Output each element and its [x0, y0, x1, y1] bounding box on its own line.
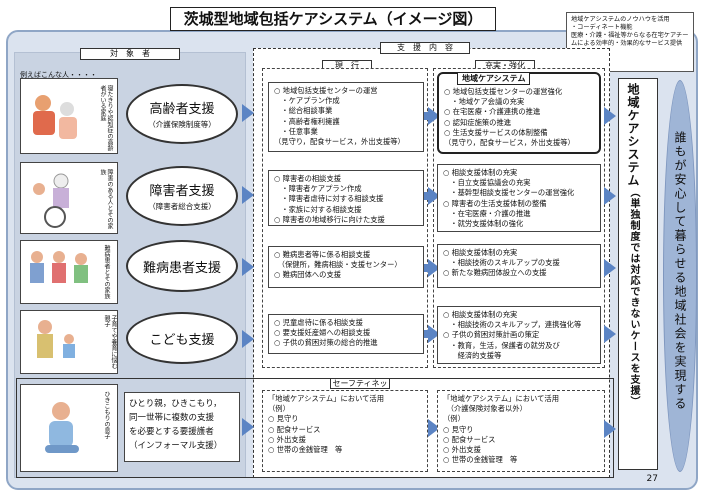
- page-title: 茨城型地域包括ケアシステム（イメージ図）: [170, 7, 496, 31]
- safety-enhanced-list: 「地域ケアシステム」において活用 （介護保険対象者以外） （例） ○ 見守り ○…: [437, 390, 605, 472]
- arrow-stem: [424, 330, 430, 338]
- category-elderly-sub: （介護保険制度等）: [148, 120, 216, 129]
- informal-support-box: ひとり親，ひきこもり， 同一世帯に複数の支援 を必要とする要援護者 （インフォー…: [124, 392, 240, 462]
- person-box-1: 寝たきりや認知症の高齢者がいる家庭: [20, 78, 118, 154]
- category-elderly-name: 高齢者支援: [149, 102, 215, 117]
- arrow-right-icon: [242, 258, 254, 276]
- central-subtitle-text: （単独制度では対応できないケースを支援）: [628, 187, 639, 407]
- arrow-right-icon: [242, 104, 254, 122]
- enhanced-list-4: ○ 相談支援体制の充実 ・相談技術のスキルアップ，連携強化等 ○ 子供の貧困対策…: [437, 306, 601, 364]
- arrow-right-icon: [242, 418, 254, 436]
- elderly-care-illustration: [33, 95, 77, 139]
- current-list-3: ○ 難病患者等に係る相談支援 （保健所，難病相談・支援センター） ○ 難病団体へ…: [268, 246, 424, 288]
- person-caption-4: 子育てや養育に悩む親子: [103, 315, 117, 369]
- safety-current-list: 「地域ケアシステム」において活用 （例） ○ 見守り ○ 配食サービス ○ 外出…: [262, 390, 428, 472]
- category-disability-name: 障害者支援: [149, 184, 215, 199]
- info-line-1: 地域ケアシステムのノウハウを活用: [571, 16, 670, 23]
- enhanced-list-2: ○ 相談支援体制の充実 ・自立支援協議会の充実 ・基幹型相談支援センターの運営強…: [437, 164, 601, 232]
- category-intractable-disease: 難病患者支援: [126, 240, 238, 292]
- withdrawn-youth-illustration: [45, 402, 79, 453]
- category-disease-name: 難病患者支援: [142, 260, 221, 276]
- person-caption-2: 障害のある人とその家族: [99, 169, 113, 229]
- person-caption-3: 難病患者とその家族: [103, 245, 110, 299]
- support-header: 支 援 内 容: [380, 42, 470, 54]
- category-disability: 障害者支援 （障害者総合支援）: [126, 166, 238, 226]
- central-title-text: 地域ケアシステム: [626, 83, 640, 187]
- safety-net-header: セーフティネット: [330, 378, 390, 398]
- arrow-stem: [424, 112, 430, 120]
- arrow-right-icon: [604, 107, 616, 125]
- parent-child-illustration: [37, 320, 75, 358]
- category-child-name: こども支援: [149, 332, 215, 348]
- person-box-2: 障害のある人とその家族: [20, 162, 118, 234]
- arrow-right-icon: [604, 420, 616, 438]
- enhanced-list-1: ○ 地域包括支援センターの運営強化 ・地域ケア会議の充実 ○ 在宅医療・介護連携…: [444, 87, 575, 148]
- enhanced-box-1: 地域ケアシステム ○ 地域包括支援センターの運営強化 ・地域ケア会議の充実 ○ …: [437, 72, 601, 154]
- community-care-system-title: 地域ケアシステム（単独制度では対応できないケースを支援）: [625, 83, 642, 407]
- goal-text: 誰もが安心して暮らせる地域社会を実現する: [673, 131, 687, 411]
- category-disability-sub: （障害者総合支援）: [148, 202, 216, 211]
- community-care-system-box: 地域ケアシステム（単独制度では対応できないケースを支援）: [618, 78, 658, 470]
- wheelchair-illustration: [33, 173, 69, 228]
- current-list-2: ○ 障害者の相談支援 ・障害者ケアプラン作成 ・障害者虐待に対する相談支援 ・家…: [268, 170, 424, 226]
- person-caption-5: ひきこもりの息子: [103, 391, 110, 439]
- person-box-3: 難病患者とその家族: [20, 240, 118, 304]
- enhanced-label: 地域ケアシステム: [457, 72, 531, 85]
- arrow-stem: [424, 264, 430, 272]
- info-line-3: 医療・介護・福祉等からなる在宅ケアチームによる効率的・効果的なサービス提供: [571, 32, 689, 47]
- example-label: 例えばこんな人・・・・: [20, 71, 97, 79]
- current-list-1: ○ 地域包括支援センターの運営 ・ケアプラン作成 ・総合相談事業 ・高齢者権利擁…: [268, 82, 424, 152]
- arrow-stem: [424, 192, 430, 200]
- arrow-right-icon: [242, 330, 254, 348]
- family-illustration: [30, 251, 88, 283]
- arrow-right-icon: [242, 186, 254, 204]
- target-header: 対 象 者: [80, 48, 180, 60]
- page-number: 27: [646, 474, 658, 484]
- category-elderly: 高齢者支援 （介護保険制度等）: [126, 84, 238, 144]
- arrow-right-icon: [604, 259, 616, 277]
- arrow-right-icon: [604, 187, 616, 205]
- current-list-4: ○ 児童虐待に係る相談支援 ○ 要支援妊産婦への相談支援 ○ 子供の貧困対策の総…: [268, 314, 424, 354]
- person-box-4: 子育てや養育に悩む親子: [20, 310, 118, 374]
- info-line-2: ・コーディネート機能: [571, 24, 633, 31]
- category-child: こども支援: [126, 312, 238, 364]
- goal-ellipse: 誰もが安心して暮らせる地域社会を実現する: [663, 80, 697, 472]
- person-box-5: ひきこもりの息子: [20, 384, 118, 472]
- person-caption-1: 寝たきりや認知症の高齢者がいる家庭: [99, 85, 113, 151]
- enhanced-list-3: ○ 相談支援体制の充実 ・相談技術のスキルアップの支援 ○ 新たな難病団体設立へ…: [437, 244, 601, 288]
- arrow-right-icon: [604, 325, 616, 343]
